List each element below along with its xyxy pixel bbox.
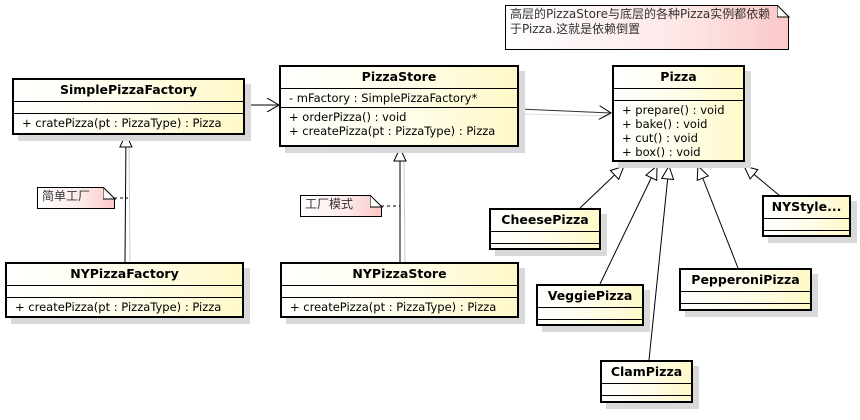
class-name: CheesePizza [491,210,599,232]
association-store-to-pizza [518,109,613,116]
note-fold-icon [370,195,383,208]
attribute: - mFactory : SimplePizzaFactory* [281,89,517,108]
class-pizza-store[interactable]: PizzaStore - mFactory : SimplePizzaFacto… [279,65,519,147]
attributes-section [681,292,810,304]
note-fold-icon [103,187,116,200]
generalization-veggie [599,164,658,285]
class-simple-pizza-factory[interactable]: SimplePizzaFactory + cratePizza(pt : Piz… [12,78,245,135]
operation: + prepare() : void [622,103,725,117]
attributes-section [602,384,691,396]
operations-section [491,244,599,255]
class-name: ClamPizza [602,362,691,384]
class-name: VeggiePizza [538,286,642,308]
class-name: NYPizzaFactory [7,264,242,286]
generalization-clam [648,164,675,361]
note-factory-pattern: 工厂模式 [300,195,382,217]
class-name: Pizza [614,67,743,89]
operation: + createPizza(pt : PizzaType) : Pizza [290,300,497,314]
operation: + cratePizza(pt : PizzaType) : Pizza [22,116,222,130]
class-ny-pizza-factory[interactable]: NYPizzaFactory + createPizza(pt : PizzaT… [5,262,244,318]
class-name: NYPizzaStore [282,264,517,286]
class-pepperoni-pizza[interactable]: PepperoniPizza [679,268,812,311]
class-cheese-pizza[interactable]: CheesePizza [489,208,601,250]
operation: + createPizza(pt : PizzaType) : Pizza [289,124,496,138]
operation: + box() : void [622,145,701,159]
operation: + cut() : void [622,131,698,145]
operation: + createPizza(pt : PizzaType) : Pizza [15,300,222,314]
attributes-section [614,89,743,101]
attributes-section [7,286,242,298]
note-simple-factory: 简单工厂 [37,187,115,209]
attributes-section [282,286,517,298]
class-name: NYStyle... [764,197,849,219]
operation: + orderPizza() : void [289,110,407,124]
association-factory-to-store [244,105,280,107]
operations-section [681,304,810,315]
class-name: PizzaStore [281,67,517,89]
note-simple-factory-text: 简单工厂 [42,189,91,203]
attributes-section [764,219,849,231]
note-factory-pattern-text: 工厂模式 [305,197,354,211]
attributes-section [14,102,243,114]
class-clam-pizza[interactable]: ClamPizza [600,360,693,403]
attributes-section [491,232,599,244]
note-dip-line1: 高层的PizzaStore与底层的各种Pizza实例都依赖 [510,7,771,21]
class-nystyle[interactable]: NYStyle... [762,195,851,237]
generalization-pepperoni [696,164,739,269]
class-name: PepperoniPizza [681,270,810,292]
class-pizza[interactable]: Pizza + prepare() : void + bake() : void… [612,65,745,162]
operations-section: + orderPizza() : void + createPizza(pt :… [281,108,517,140]
class-veggie-pizza[interactable]: VeggiePizza [536,284,644,326]
generalization-nystyle [743,165,781,197]
attributes-section [538,308,642,320]
operations-section [602,396,691,407]
operations-section: + prepare() : void + bake() : void + cut… [614,101,743,161]
note-dip-line2: 于Pizza.这就是依赖倒置 [510,22,641,36]
generalization-nyfactory [119,132,133,263]
class-name: SimplePizzaFactory [14,80,243,102]
operation: + bake() : void [622,117,708,131]
operations-section [764,231,849,242]
note-fold-icon [777,5,790,18]
generalization-nystore [393,146,407,263]
operations-section [538,320,642,331]
class-ny-pizza-store[interactable]: NYPizzaStore + createPizza(pt : PizzaTyp… [280,262,519,318]
note-dependency-inversion: 高层的PizzaStore与底层的各种Pizza实例都依赖 于Pizza.这就是… [505,5,789,50]
generalization-cheese [579,165,625,209]
